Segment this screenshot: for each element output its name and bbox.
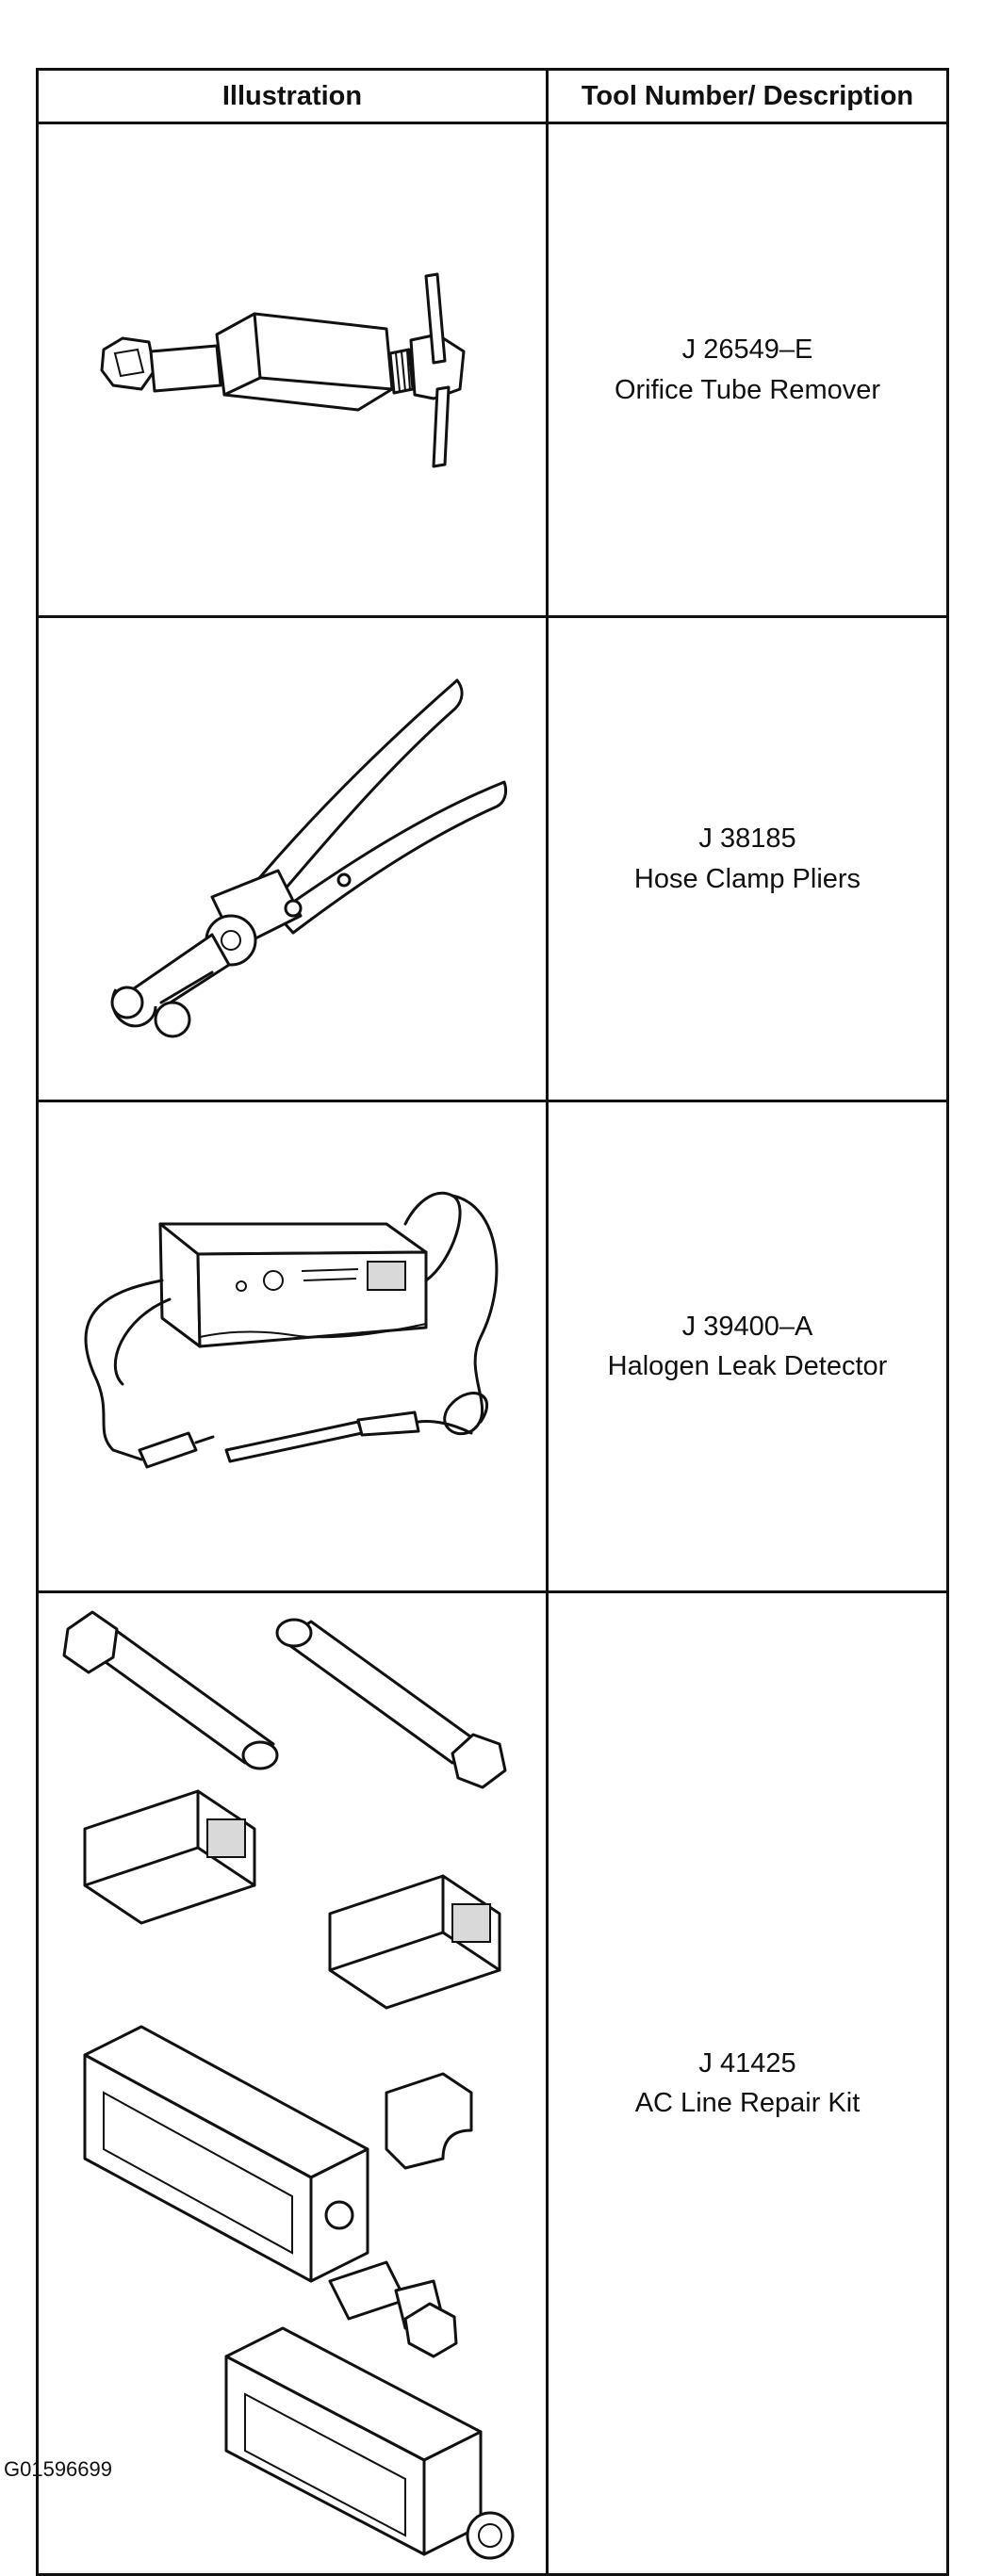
tool-description-cell: J 38185 Hose Clamp Pliers	[546, 615, 949, 1102]
illustration-cell	[36, 1100, 549, 1593]
table-row: J 38185 Hose Clamp Pliers	[36, 615, 949, 1102]
tool-description-cell: J 26549–E Orifice Tube Remover	[546, 122, 949, 618]
header-illustration: Illustration	[36, 68, 549, 124]
tool-number: J 41425	[698, 2047, 796, 2079]
hose-clamp-pliers-illustration	[110, 678, 508, 1037]
tool-description: Hose Clamp Pliers	[633, 863, 861, 894]
ac-line-repair-kit-illustration	[62, 1610, 515, 2560]
table-header-row: Illustration Tool Number/ Description	[36, 68, 949, 124]
special-tools-table: Illustration Tool Number/ Description	[36, 68, 949, 2576]
orifice-tube-remover-illustration	[100, 272, 466, 467]
tool-table-sheet: Illustration Tool Number/ Description	[36, 68, 949, 2576]
tool-description-cell: J 41425 AC Line Repair Kit	[546, 1590, 949, 2576]
illustration-cell	[36, 615, 549, 1102]
header-tool-number-description: Tool Number/ Description	[546, 68, 949, 124]
illustration-cell	[36, 122, 549, 618]
tool-number: J 39400–A	[681, 1311, 813, 1342]
tool-description: AC Line Repair Kit	[634, 2088, 861, 2118]
illustration-cell	[36, 1590, 549, 2576]
tool-description: Orifice Tube Remover	[614, 374, 881, 405]
tool-description: Halogen Leak Detector	[607, 1351, 888, 1381]
table-row: J 39400–A Halogen Leak Detector	[36, 1100, 949, 1593]
table-row: J 41425 AC Line Repair Kit	[36, 1590, 949, 2576]
tool-number: J 38185	[698, 823, 796, 855]
tool-number: J 26549–E	[681, 334, 813, 366]
halogen-leak-detector-illustration	[84, 1191, 499, 1469]
figure-code: G01596699	[4, 2457, 112, 2481]
tool-description-cell: J 39400–A Halogen Leak Detector	[546, 1100, 949, 1593]
table-row: J 26549–E Orifice Tube Remover	[36, 122, 949, 618]
